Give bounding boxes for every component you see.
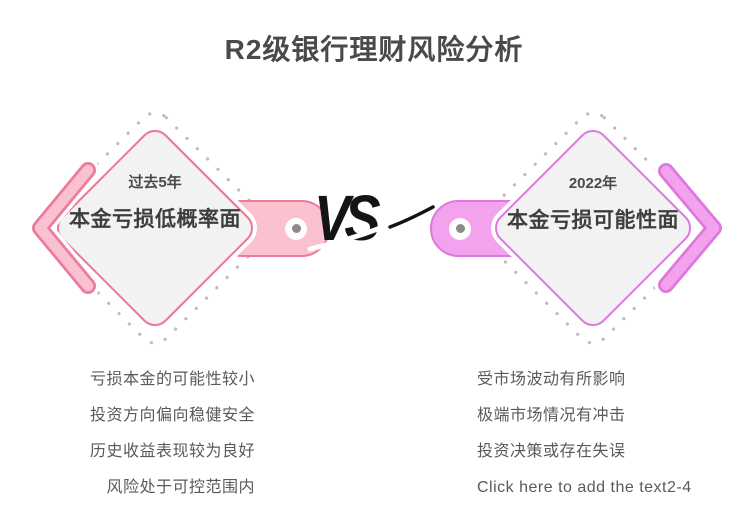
left-diamond-tag: 过去5年: [128, 174, 182, 191]
right-diamond-heading: 本金亏损可能性面: [507, 209, 679, 232]
vs-swoosh-tail: [388, 205, 435, 229]
right-diamond-tag: 2022年: [568, 175, 618, 192]
list-item: 投资方向偏向稳健安全: [89, 407, 255, 424]
list-item: Click here to add the text2-4: [477, 479, 692, 496]
list-item: 亏损本金的可能性较小: [89, 371, 255, 388]
page-title: R2级银行理财风险分析: [224, 34, 524, 65]
list-item: 投资决策或存在失误: [477, 443, 626, 460]
right-pill-dot-icon: [455, 224, 465, 233]
left-pill-dot-icon: [291, 224, 301, 233]
list-item: 极端市场情况有冲击: [477, 407, 626, 424]
list-item: 风险处于可控范围内: [106, 479, 255, 496]
left-points-list: 亏损本金的可能性较小 投资方向偏向稳健安全 历史收益表现较为良好 风险处于可控范…: [40, 372, 255, 516]
list-item: 历史收益表现较为良好: [89, 443, 255, 460]
list-item: 受市场波动有所影响: [477, 371, 626, 388]
right-pill-circle: [449, 217, 471, 240]
left-diamond-heading: 本金亏损低概率面: [69, 208, 241, 231]
right-diamond-labels: 2022年 本金亏损可能性面: [493, 175, 693, 233]
left-pill-circle: [285, 217, 307, 240]
vs-badge: VS: [314, 182, 381, 254]
left-diamond-labels: 过去5年 本金亏损低概率面: [55, 174, 255, 232]
right-points-list: 受市场波动有所影响 极端市场情况有冲击 投资决策或存在失误 Click here…: [477, 372, 737, 516]
